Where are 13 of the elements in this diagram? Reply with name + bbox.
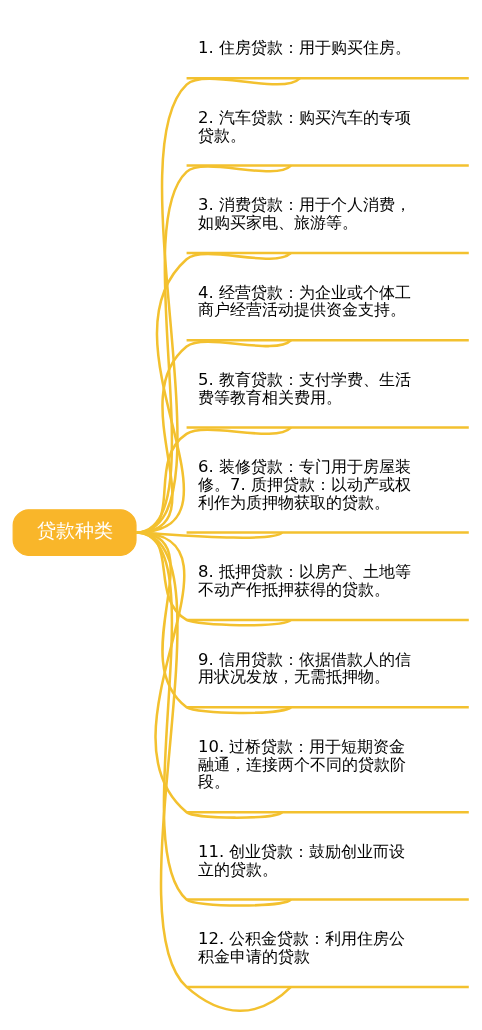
- node-text: 6. 装修贷款：专门用于房屋装修。7. 质押贷款：以动产或权利作为质押物获取的贷款。: [197, 456, 411, 512]
- node-box: 贷款种类: [12, 508, 137, 556]
- connector: [135, 530, 292, 1012]
- node-text: 12. 公积金贷款：利用住房公积金申请的贷款: [197, 928, 406, 966]
- node-text: 4. 经营贷款：为企业或个体工商户经营活动提供资金支持。: [197, 282, 411, 319]
- node-text: 3. 消费贷款：用于个人消费，如购买家电、旅游等。: [197, 194, 411, 232]
- node-text: 11. 创业贷款：鼓励创业而设立的贷款。: [197, 841, 406, 879]
- node-text: 5. 教育贷款：支付学费、生活费等教育相关费用。: [197, 369, 411, 407]
- node-text: 1. 住房贷款：用于购买住房。: [197, 37, 411, 57]
- node-text: 10. 过桥贷款：用于短期资金融通，连接两个不同的贷款阶段。: [197, 736, 406, 791]
- node-text: 9. 信用贷款：依据借款人的信用状况发放，无需抵押物。: [197, 649, 411, 686]
- node-text: 2. 汽车贷款：购买汽车的专项贷款。: [197, 107, 411, 145]
- node-text: 8. 抵押贷款：以房产、土地等不动产作抵押获得的贷款。: [197, 561, 411, 599]
